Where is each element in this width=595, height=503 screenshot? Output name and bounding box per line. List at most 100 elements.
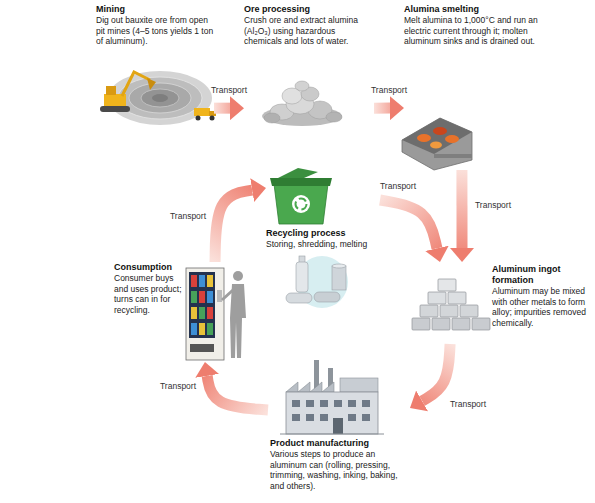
ingot-bar [460,305,478,317]
smelter-pot [402,118,472,170]
ingot-bar [412,318,430,330]
ingot-bar [440,305,458,317]
can-display [207,323,213,335]
vending-tray [190,344,214,352]
factory-tower [340,378,378,392]
aluminum-can [286,293,312,303]
can-display [191,307,197,319]
molten-metal [445,135,459,143]
ingot-bar [472,318,490,330]
stage-heading: Product manufacturing [270,438,410,449]
coin-slot [217,290,222,302]
stage-description: Various steps to produce an aluminum can… [270,449,410,491]
ingot-bar [438,279,456,291]
ingot-bar [420,305,438,317]
transport-arrow [380,200,437,248]
factory-window [292,414,300,421]
stage-heading: Alumina smelting [404,4,544,15]
can-display [191,275,197,287]
ingot-bar [432,318,450,330]
bin-flap [278,168,318,178]
stage-heading: Mining [96,4,214,15]
aluminum-bottle [296,262,308,292]
ore-rock [295,81,309,91]
ingot-bar [448,292,466,304]
stage-heading: Ore processing [244,4,374,15]
stage-node: ConsumptionConsumer buys and uses produc… [112,262,252,362]
truck-wheel [196,116,201,121]
can-display [207,307,213,319]
can-display [191,323,197,335]
stage-heading: Aluminum ingot formation [492,264,595,286]
recycle-arrows [296,199,307,210]
recycling-bin [274,184,328,224]
transport-label: Transport [475,200,511,210]
excavator-cab [106,86,116,95]
can-top [332,264,346,268]
factory-window [306,400,314,407]
stage-node: MiningDig out bauxite ore from open pit … [96,4,214,128]
can-display [199,323,205,335]
transport-label: Transport [170,211,206,221]
factory-window [362,400,370,407]
can-display [199,307,205,319]
stage-description: Melt alumina to 1,000°C and run an elect… [404,15,544,47]
factory-window [306,414,314,421]
stage-node: Ore processingCrush ore and extract alum… [244,4,374,128]
stage-node: Aluminum ingot formationAluminum may be … [408,262,595,344]
can-display [207,275,213,287]
can-display [191,291,197,303]
stage-node: Alumina smeltingMelt alumina to 1,000°C … [404,4,570,170]
transport-label: Transport [160,381,196,391]
pit-terrace [129,83,191,113]
smelter-top [402,118,472,154]
stage-description: Storing, shredding, melting [266,239,380,250]
recycle-symbol [292,195,310,213]
person-arm [222,290,233,300]
transport-arrow [207,376,268,410]
excavator-boom [122,72,150,96]
factory-window [348,400,356,407]
ore-rock [264,113,280,123]
smelter-band [434,154,472,158]
stage-description: Dig out bauxite ore from open pit mines … [96,15,214,47]
molten-metal [417,134,431,142]
transport-arrow [215,190,252,262]
pit-terrace [141,89,179,107]
molten-metal [433,127,447,135]
person-head [233,271,243,281]
factory-window [320,414,328,421]
truck-bed [194,108,210,116]
bin-lid [270,178,332,186]
aluminum-can [332,266,346,290]
transport-label: Transport [371,85,407,95]
factory-window [292,400,300,407]
transport-label: Transport [450,399,486,409]
vending-window [189,272,215,338]
pit-bottom [152,94,168,102]
ingot-bar [452,318,470,330]
ground-line [280,434,384,435]
factory-window [348,414,356,421]
stage-heading: Consumption [114,262,190,273]
stage-description: Crush ore and extract alumina (Al₂O₃) us… [244,15,374,47]
factory-window [334,400,342,407]
stage-heading: Recycling process [266,228,380,239]
transport-label: Transport [211,85,247,95]
stage-node: Recycling processStoring, shredding, mel… [266,170,380,304]
factory-window [362,414,370,421]
excavator-track [100,106,130,112]
stage-description: Consumer buys and uses product; turns ca… [114,273,190,315]
aluminum-can [314,292,340,302]
stage-node: Product manufacturingVarious steps to pr… [268,356,410,500]
stage-description: Aluminum may be mixed with other metals … [492,286,595,328]
factory-roof [286,382,334,392]
transport-arrow [422,344,450,401]
molten-metal [430,142,442,149]
transport-arrow [456,170,467,248]
factory-window [320,400,328,407]
can-display [199,291,205,303]
pit-terrace [118,77,202,119]
can-display [199,275,205,287]
vending-machine [186,268,224,360]
